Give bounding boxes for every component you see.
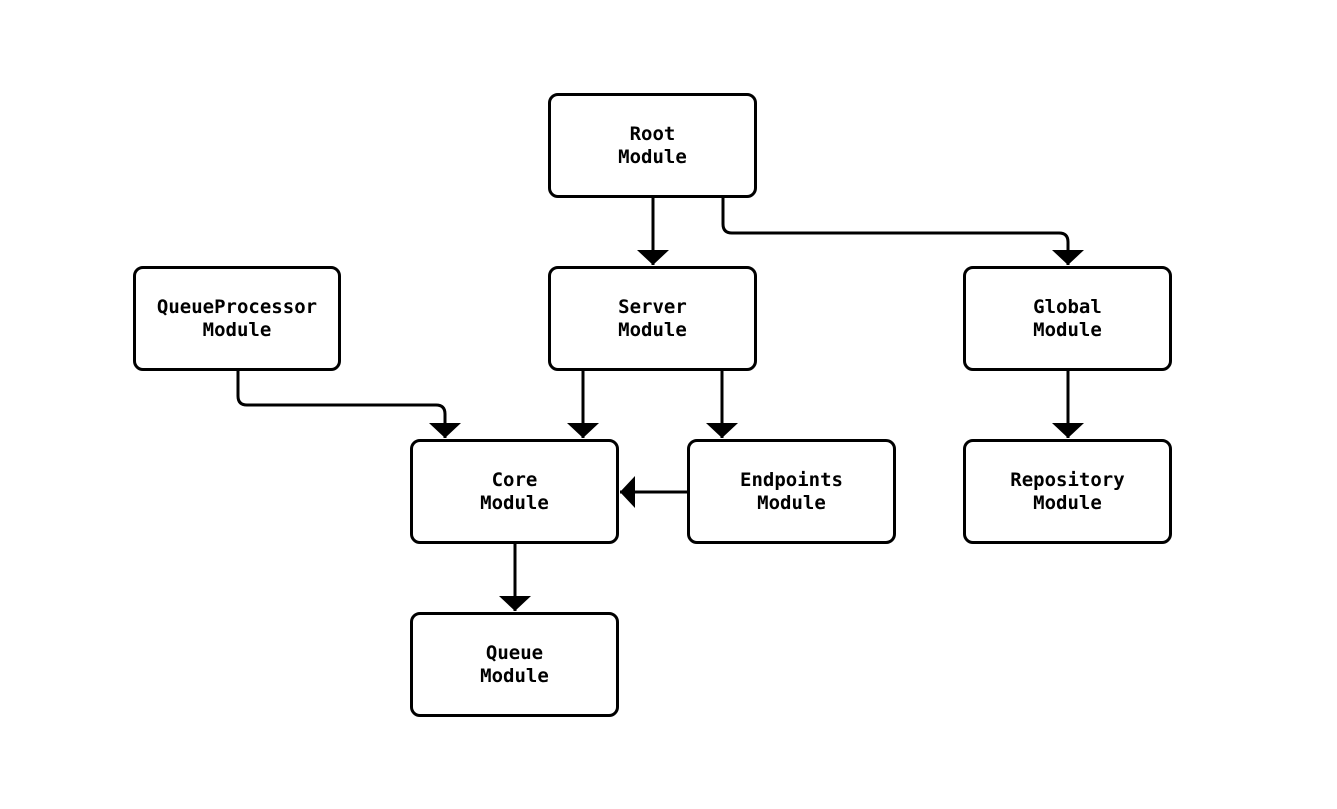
node-server-module: Server Module [548, 266, 757, 371]
arrowhead-global-repository [1052, 423, 1084, 438]
node-queue-module: Queue Module [410, 612, 619, 717]
node-global-module: Global Module [963, 266, 1172, 371]
node-label-line2: Module [1033, 491, 1102, 514]
node-label-line1: Global [1033, 295, 1102, 318]
node-repository-module: Repository Module [963, 439, 1172, 544]
arrowhead-root-global [1052, 250, 1084, 265]
node-endpoints-module: Endpoints Module [687, 439, 896, 544]
arrowhead-queueprocessor-core [429, 423, 461, 438]
node-label-line1: Core [491, 468, 538, 491]
node-label-line1: Server [618, 295, 687, 318]
node-label-line1: Root [629, 122, 676, 145]
node-label-line2: Module [618, 318, 687, 341]
node-label-line1: QueueProcessor [156, 295, 318, 318]
arrowhead-server-core [567, 423, 599, 438]
node-label-line2: Module [480, 664, 549, 687]
arrowhead-server-endpoints [706, 423, 738, 438]
edge-root-global [721, 198, 1070, 265]
node-root-module: Root Module [548, 93, 757, 198]
edge-queueprocessor-core [236, 371, 447, 438]
node-label-line1: Endpoints [740, 468, 843, 491]
arrowhead-root-server [637, 250, 669, 265]
node-label-line1: Queue [485, 641, 544, 664]
node-label-line1: Repository [1010, 468, 1125, 491]
node-label-line2: Module [202, 318, 272, 341]
node-label-line2: Module [757, 491, 826, 514]
arrowhead-endpoints-core [620, 476, 635, 508]
arrowhead-core-queue [499, 596, 531, 611]
node-core-module: Core Module [410, 439, 619, 544]
node-label-line2: Module [480, 491, 549, 514]
node-label-line2: Module [618, 145, 687, 168]
node-queueprocessor-module: QueueProcessor Module [133, 266, 341, 371]
node-label-line2: Module [1033, 318, 1102, 341]
